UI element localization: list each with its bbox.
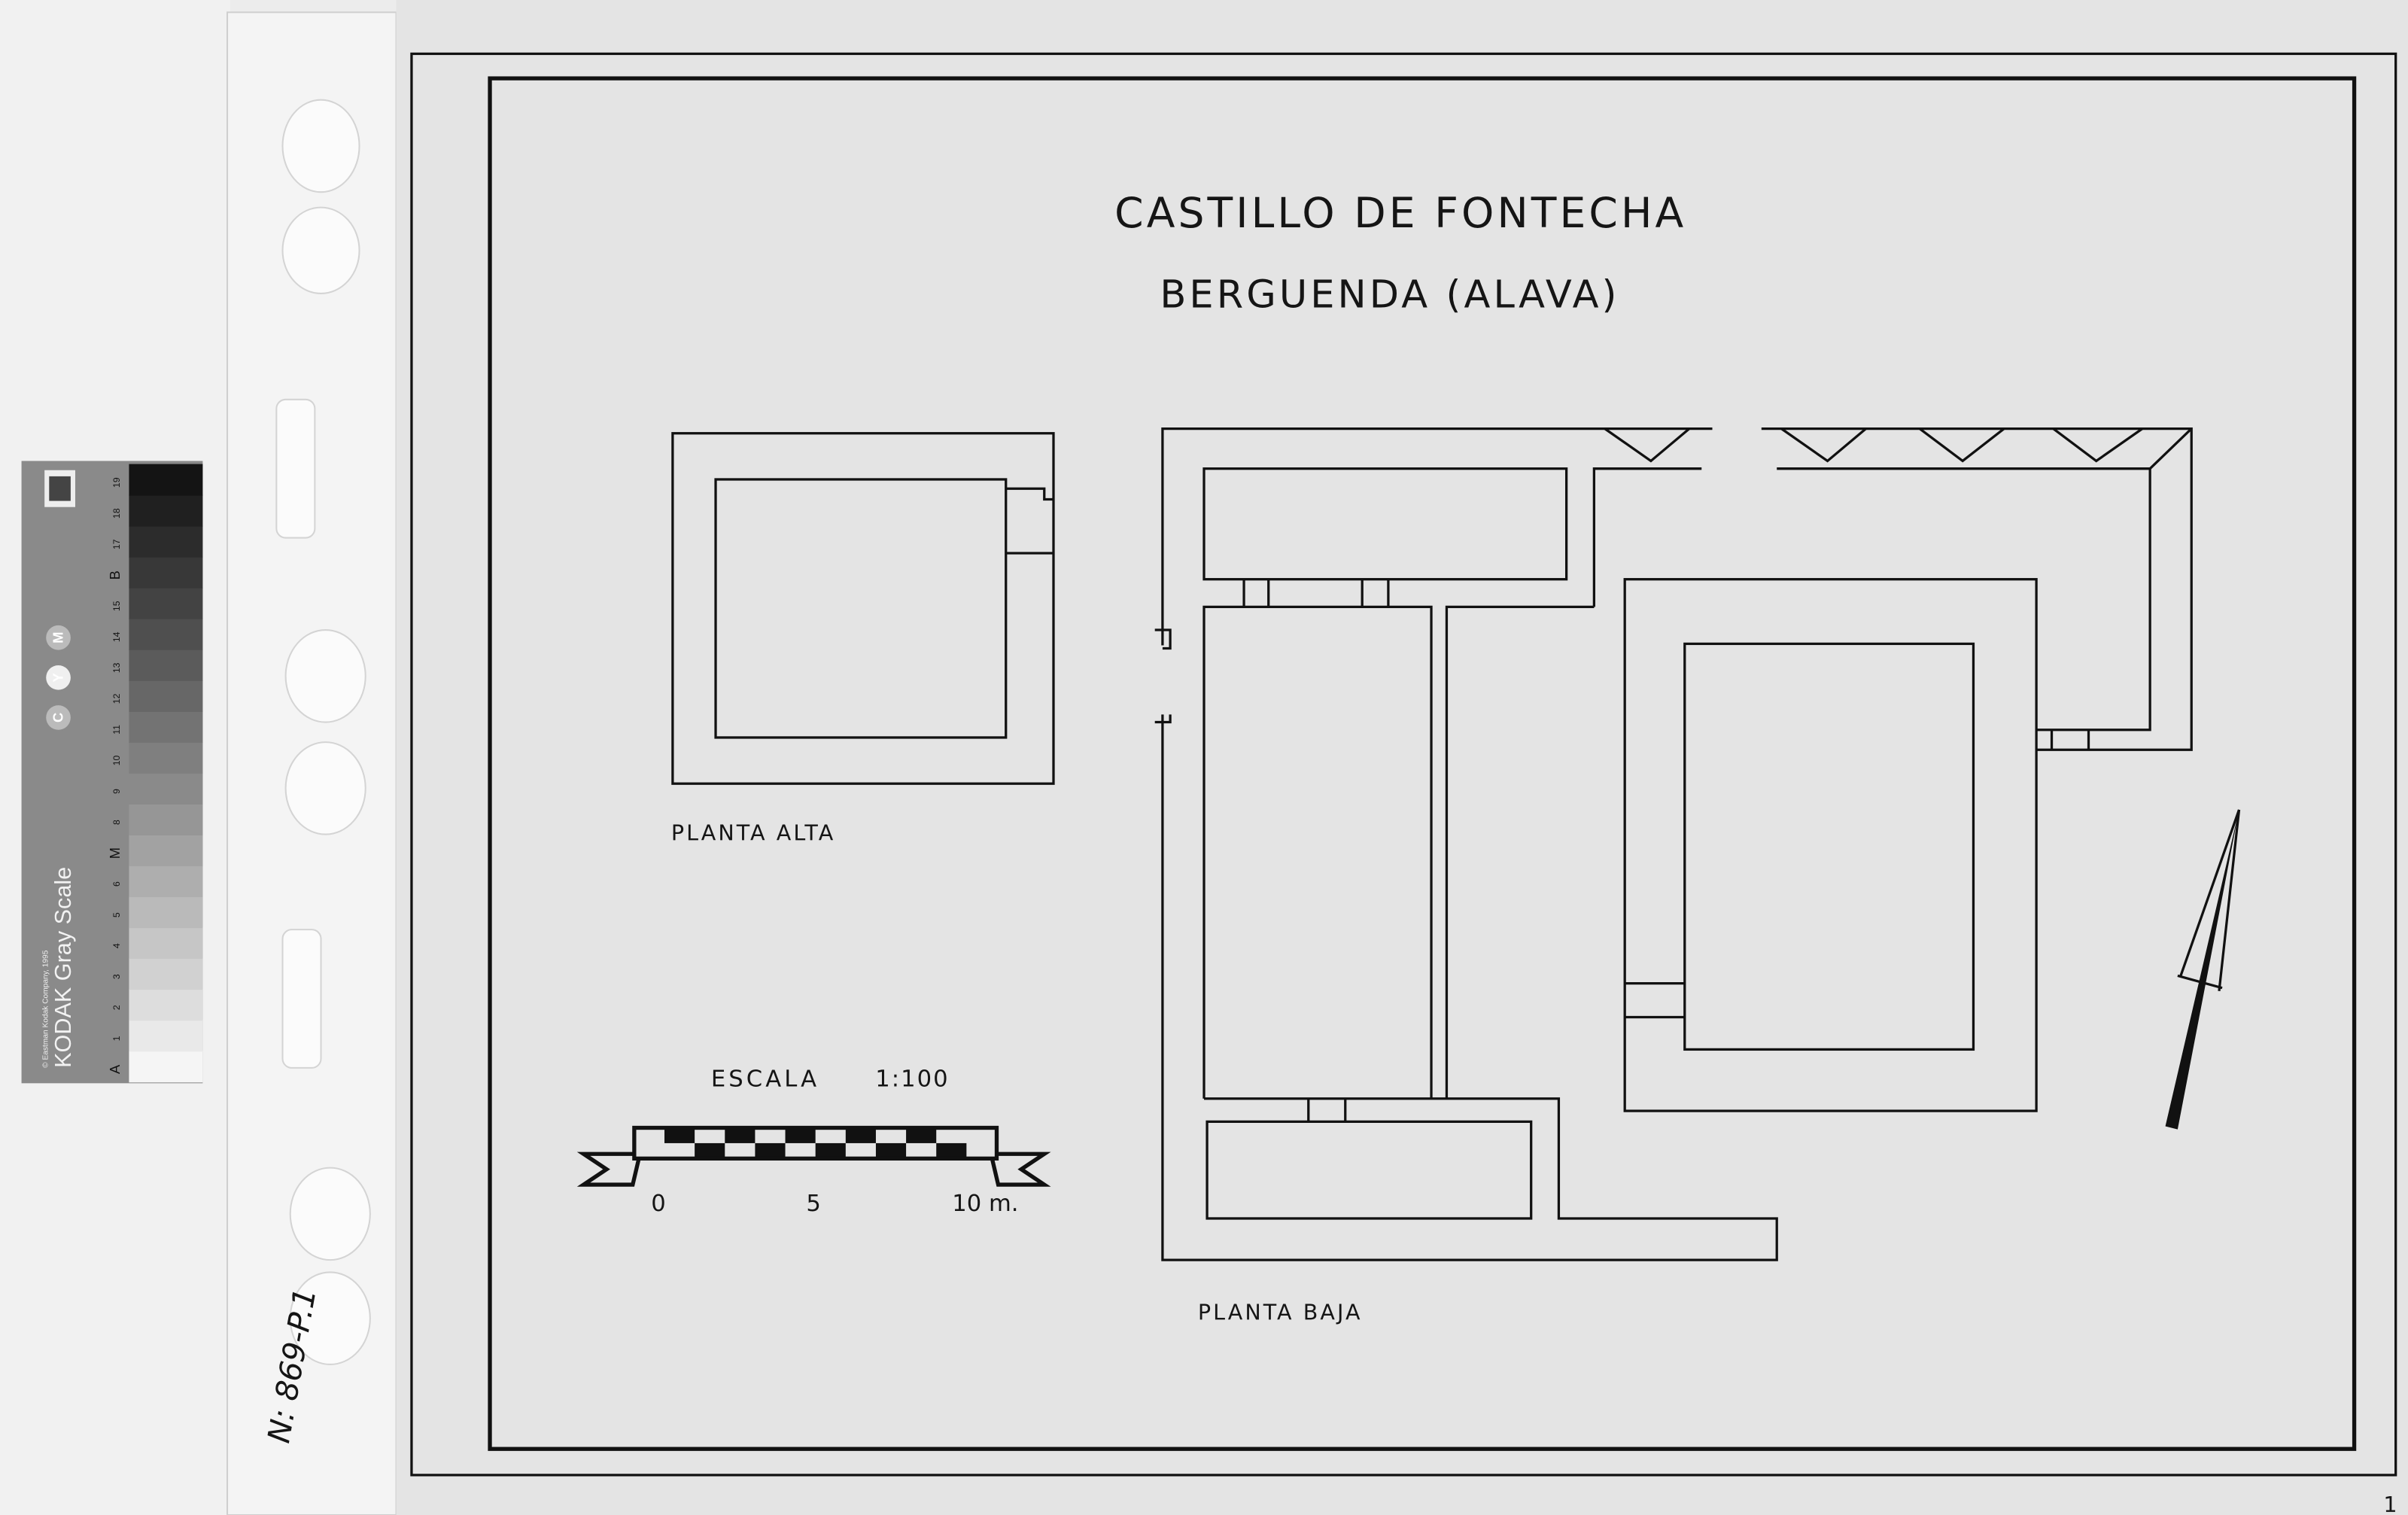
drawing-sheet <box>396 0 2408 1515</box>
gray-patch <box>129 649 203 681</box>
patch-label: 14 <box>111 631 122 642</box>
binder-holes <box>275 99 371 1365</box>
ground-plan-label: PLANTA BAJA <box>1198 1300 1363 1325</box>
gray-patch <box>129 865 203 898</box>
gray-patch <box>129 680 203 712</box>
gray-patch <box>129 618 203 650</box>
gray-patch <box>129 556 203 589</box>
scale-ratio: 1:100 <box>875 1066 949 1092</box>
color-mark-label: C <box>50 713 66 723</box>
gray-patch <box>129 1020 203 1052</box>
gray-patch <box>129 525 203 558</box>
patch-label: M <box>107 847 123 859</box>
scale-label: ESCALA <box>711 1066 819 1092</box>
scale-block <box>725 1127 756 1143</box>
inner-frame <box>488 76 2357 1451</box>
upper-floor-plan <box>671 432 1055 785</box>
scale-block <box>875 1142 907 1159</box>
gray-patch <box>129 989 203 1021</box>
kodak-gray-scale-card: KODAK Gray Scale © Eastman Kodak Company… <box>21 461 203 1084</box>
patch-label: A <box>107 1064 123 1074</box>
gray-scale-title: KODAK Gray Scale <box>50 867 76 1068</box>
scale-block <box>755 1142 786 1159</box>
patch-label: 19 <box>111 477 122 488</box>
gray-patch <box>129 494 203 527</box>
color-mark-c <box>46 705 71 730</box>
patch-label: 5 <box>111 912 122 917</box>
scale-block <box>815 1142 846 1159</box>
patch-label: 10 <box>111 755 122 765</box>
ground-floor-plan <box>1154 427 2193 1261</box>
gray-patch <box>129 1051 203 1083</box>
patch-label: 1 <box>111 1036 122 1041</box>
patch-label: 18 <box>111 508 122 519</box>
drawing-subtitle: BERGUENDA (ALAVA) <box>1160 272 1619 317</box>
gray-scale-copyright: © Eastman Kodak Company, 1995 <box>41 950 50 1068</box>
patch-label: 17 <box>111 539 122 549</box>
scale-block <box>936 1142 967 1159</box>
color-mark-label: M <box>50 632 66 643</box>
patch-label: 9 <box>111 789 122 794</box>
patch-label: 15 <box>111 601 122 611</box>
gray-patch <box>129 834 203 867</box>
color-mark-y <box>46 665 71 690</box>
scale-tick-5: 5 <box>806 1191 820 1217</box>
scale-block <box>785 1127 816 1143</box>
gray-patch <box>129 803 203 836</box>
gray-patch <box>129 587 203 619</box>
gray-patch <box>129 772 203 805</box>
scale-block <box>906 1127 937 1143</box>
scale-block <box>695 1142 725 1159</box>
upper-plan-label: PLANTA ALTA <box>671 820 835 846</box>
patch-label: 3 <box>111 974 122 979</box>
patch-label: 8 <box>111 820 122 825</box>
outer-frame <box>410 52 2397 1477</box>
color-mark-label: Y <box>50 673 66 682</box>
patch-label: 2 <box>111 1005 122 1010</box>
gray-patch <box>129 741 203 774</box>
patch-label: 4 <box>111 943 122 948</box>
gray-patch <box>129 464 203 496</box>
drawing-title: CASTILLO DE FONTECHA <box>1114 189 1686 237</box>
scale-block <box>664 1127 695 1143</box>
gray-patch <box>129 896 203 929</box>
patch-label: 6 <box>111 881 122 887</box>
scale-tick-0: 0 <box>651 1191 665 1217</box>
scale-bar <box>576 1125 1051 1187</box>
color-mark-m <box>46 625 71 650</box>
gray-patch <box>129 710 203 743</box>
scale-tick-10: 10 m. <box>952 1191 1018 1217</box>
north-arrow-icon <box>2165 809 2241 1130</box>
gray-patch <box>129 958 203 990</box>
patch-label: 11 <box>111 725 122 735</box>
scale-block <box>845 1127 876 1143</box>
gray-patch <box>129 927 203 960</box>
patch-label: 12 <box>111 693 122 704</box>
patch-label: B <box>107 570 123 580</box>
patch-label: 13 <box>111 662 122 673</box>
sheet-number: 1 <box>2383 1492 2397 1515</box>
